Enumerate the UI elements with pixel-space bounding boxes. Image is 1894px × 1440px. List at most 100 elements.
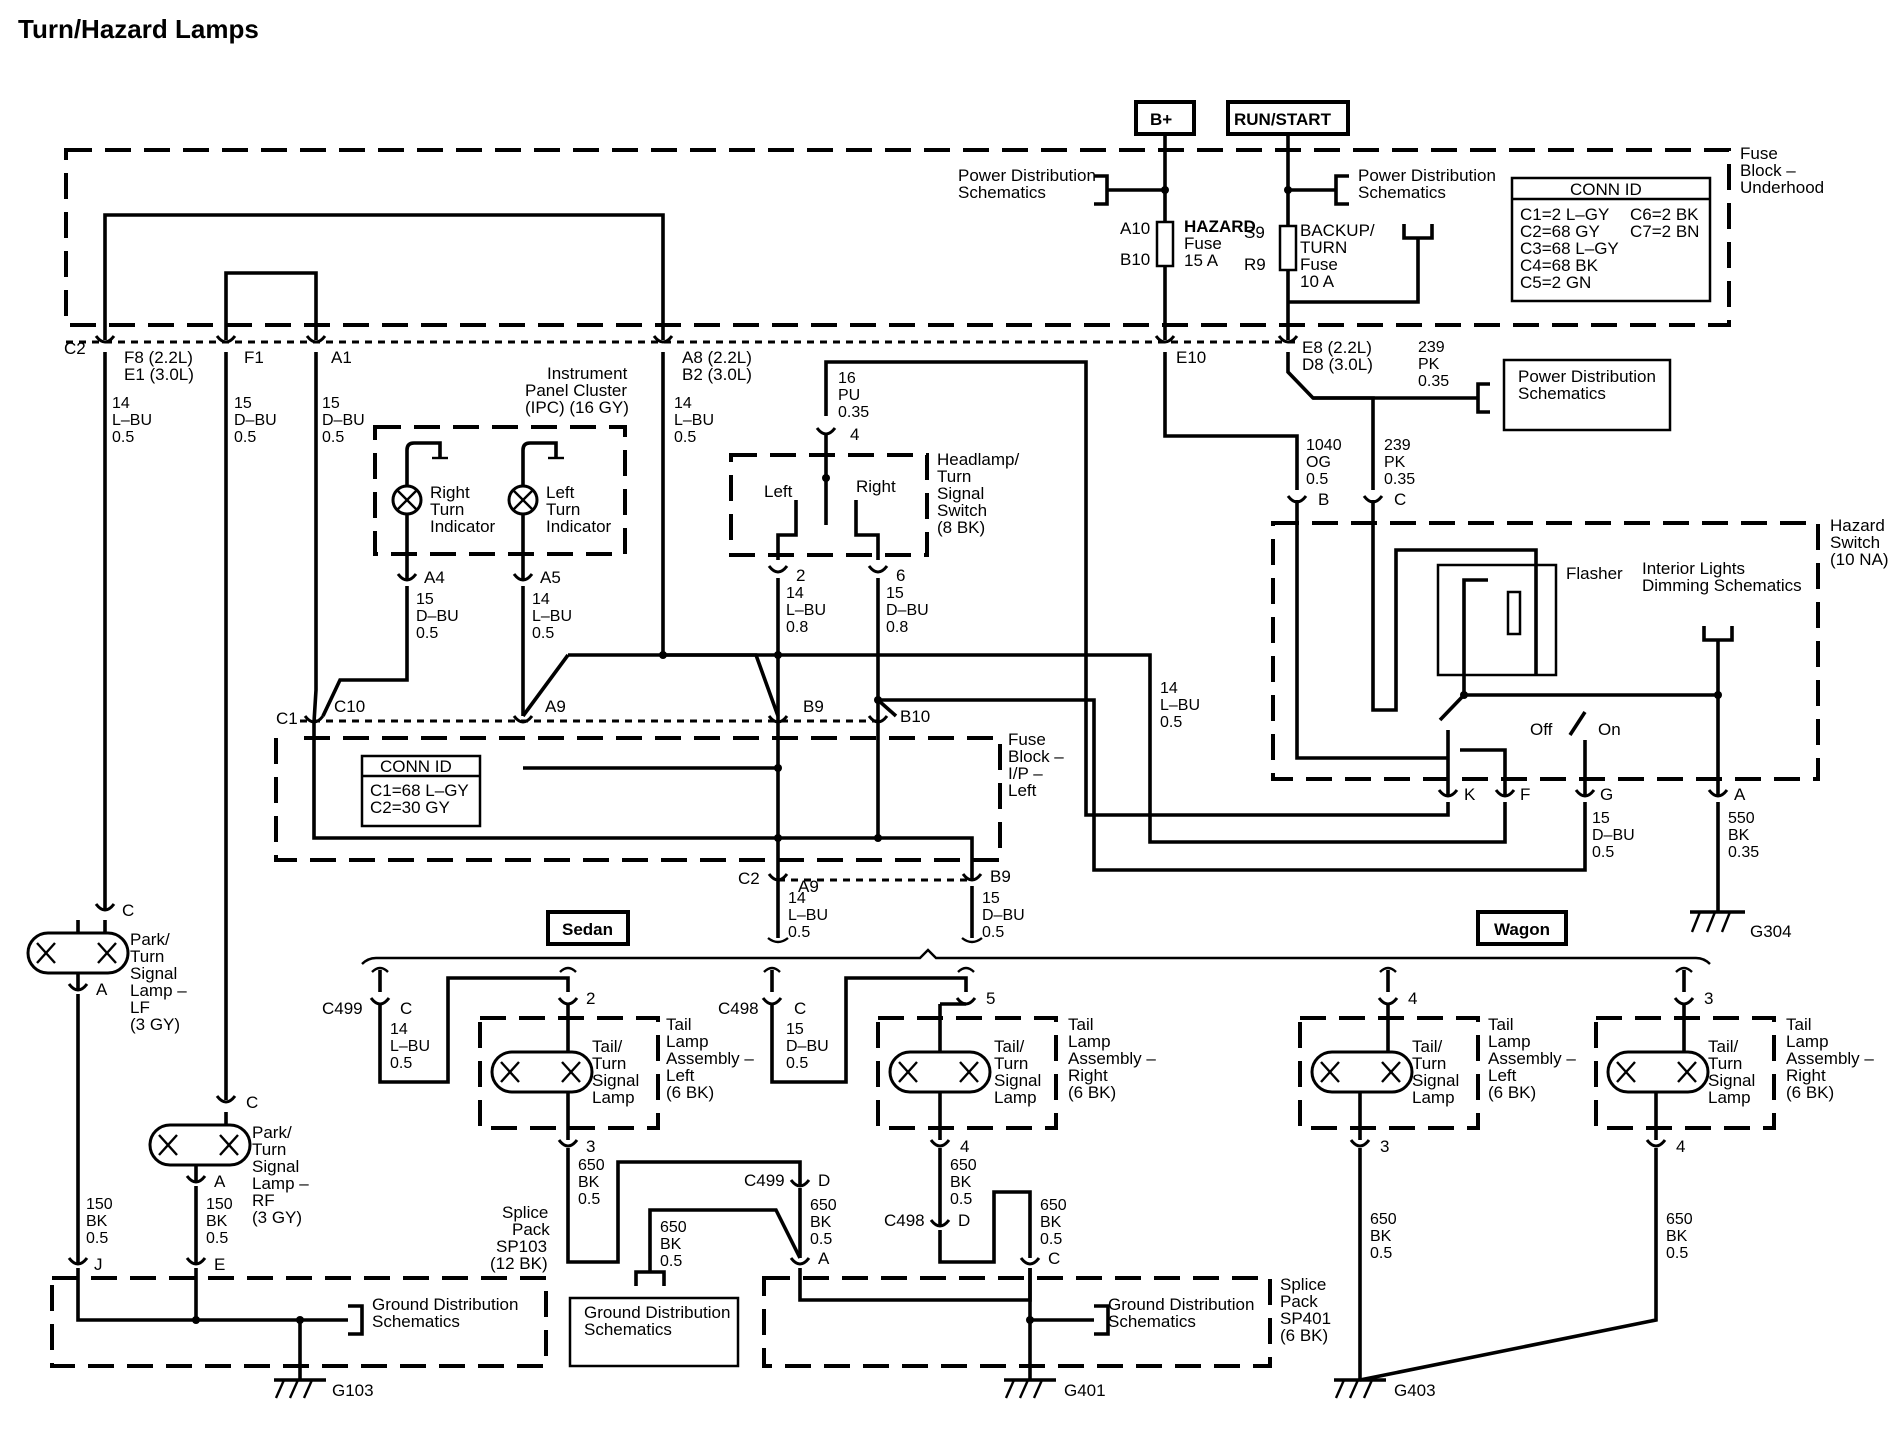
w-650-d-2: BK <box>810 1214 832 1231</box>
junction-a8 <box>659 651 667 659</box>
c498-label: C498 <box>718 999 759 1018</box>
w-239-3: 0.35 <box>1384 471 1415 488</box>
flasher <box>1436 563 1558 677</box>
right-turn-indicator-icon <box>391 441 448 580</box>
fb-ip-outline <box>274 736 1002 862</box>
tail-sr-label-4: Right <box>1068 1066 1108 1085</box>
w-650-gd-2: BK <box>660 1236 682 1253</box>
w-long-1: 14 <box>1160 680 1178 697</box>
tail-sr-bulb-4: Lamp <box>994 1088 1037 1107</box>
c498b-pin-connector <box>929 1219 951 1228</box>
tail-wr-pin-bot-connector <box>1645 1139 1667 1148</box>
c499b-label: C499 <box>744 1171 785 1190</box>
pds-box-1: Power Distribution <box>1518 367 1656 386</box>
w-lf-3: 0.5 <box>112 429 134 446</box>
ipc-pin-a4-connector <box>396 573 418 582</box>
fb-ip-conn-c2: C2=30 GY <box>370 798 450 817</box>
tail-sr-bulb-icon <box>888 1004 992 1140</box>
c499-label: C499 <box>322 999 363 1018</box>
tail-wr-bulb-4: Lamp <box>1708 1088 1751 1107</box>
park-rf-label-6: (3 GY) <box>252 1208 302 1227</box>
tail-wl-bulb-3: Signal <box>1412 1071 1459 1090</box>
tail-sl-pin-top-connector <box>557 997 579 1006</box>
tail-sl-bulb-1: Tail/ <box>592 1037 623 1056</box>
pds-left-connector <box>1094 174 1109 206</box>
tail-sr-break <box>957 966 975 973</box>
fb-uh-pin-a8-1: A8 (2.2L) <box>682 348 752 367</box>
w-a9-1: 14 <box>788 890 806 907</box>
park-rf-label-3: Signal <box>252 1157 299 1176</box>
hazard-switch-label-2: Switch <box>1830 533 1880 552</box>
fb-uh-pin-a8-2: B2 (3.0L) <box>682 365 752 384</box>
hazard-g-long-wire <box>878 698 1587 872</box>
sp103-pin-a: A <box>818 1249 830 1268</box>
tail-sl-label-3: Assembly – <box>666 1049 754 1068</box>
w-650-c-2: BK <box>1040 1214 1062 1231</box>
park-lf-label-3: Signal <box>130 964 177 983</box>
wagon-box <box>1476 910 1568 946</box>
g304-label: G304 <box>1750 922 1792 941</box>
sp401-label-4: (6 BK) <box>1280 1326 1328 1345</box>
tail-sl-bulb-icon <box>490 1004 594 1140</box>
tail-sl-pin-top: 2 <box>586 989 595 1008</box>
fb-ip-pin-c10: C10 <box>334 697 365 716</box>
fb-uh-pin-f1: F1 <box>244 348 264 367</box>
sp401-bus <box>798 1268 1032 1302</box>
sp401-label-3: SP401 <box>1280 1309 1331 1328</box>
sp103-label-3: SP103 <box>496 1237 547 1256</box>
hazard-k-long-wire <box>824 360 1450 817</box>
ipc-pin-a5-connector <box>512 573 534 582</box>
w-g-2: D–BU <box>1592 827 1635 844</box>
tail-wl-pin-bot: 3 <box>1380 1137 1389 1156</box>
w-150a-3: 0.5 <box>86 1230 108 1247</box>
right-turn-indicator-3: Indicator <box>430 517 496 536</box>
wire-b10-diagonal <box>876 698 898 718</box>
w-550-3: 0.35 <box>1728 844 1759 861</box>
park-lf-label-1: Park/ <box>130 930 170 949</box>
turn-fuse <box>1278 224 1298 272</box>
fb-ip-label-1: Fuse <box>1008 730 1046 749</box>
w-rf-1: 15 <box>234 395 252 412</box>
flasher-element <box>1506 590 1522 636</box>
park-lf-pin-a: A <box>96 980 108 999</box>
hazard-switch-blade <box>1438 693 1466 722</box>
g403-label: G403 <box>1394 1381 1436 1400</box>
w-a1-3: 0.5 <box>322 429 344 446</box>
fb-ip-pin-c2: C2 <box>738 869 760 888</box>
fb-uh-conn-id-table: CONN ID C1=2 L–GY C2=68 GY C3=68 L–GY C4… <box>1510 176 1712 303</box>
tail-wl-bulb-icon <box>1310 1004 1414 1140</box>
hazard-f-wire <box>1460 748 1507 796</box>
w-239-top-1: 239 <box>1418 339 1445 356</box>
park-lf-pin-a-connector <box>67 983 89 992</box>
wire-a8-to-b9 <box>661 352 780 717</box>
w-650-w4-3: 0.5 <box>1666 1245 1688 1262</box>
g304-ground-symbol <box>1690 910 1745 933</box>
c498-break <box>763 966 781 973</box>
w-650-4-2: BK <box>950 1174 972 1191</box>
turn-fuse-name-3: Fuse <box>1300 255 1338 274</box>
gds-left-connector <box>348 1304 364 1336</box>
tail-wr-label-3: Assembly – <box>1786 1049 1874 1068</box>
w-b9-3: 0.5 <box>982 924 1004 941</box>
hazard-fuse-name-1: HAZARD <box>1184 217 1256 236</box>
flasher-contact <box>1462 578 1488 695</box>
w-150a-1: 150 <box>86 1196 113 1213</box>
left-turn-indicator-icon <box>507 441 564 580</box>
sp401-label-1: Splice <box>1280 1275 1326 1294</box>
hazard-pin-f: F <box>1520 785 1530 804</box>
sedan-label: Sedan <box>562 920 613 939</box>
w-a4-3: 0.5 <box>416 625 438 642</box>
wire-gds-mid <box>648 1208 802 1259</box>
park-rf-lamp-icon <box>148 1112 252 1182</box>
wire-c498-d-to-sp401 <box>938 1190 1032 1264</box>
hls-pin-6-connector <box>867 565 889 574</box>
wire-a1-to-b9 <box>312 352 974 880</box>
ipc-pin-a5: A5 <box>540 568 561 587</box>
w-650-4-1: 650 <box>950 1157 977 1174</box>
w-a4-1: 15 <box>416 591 434 608</box>
w-a9-2: L–BU <box>788 907 828 924</box>
c499b-pin: D <box>818 1171 830 1190</box>
left-turn-indicator-2: Turn <box>546 500 580 519</box>
w-2-2: L–BU <box>786 602 826 619</box>
